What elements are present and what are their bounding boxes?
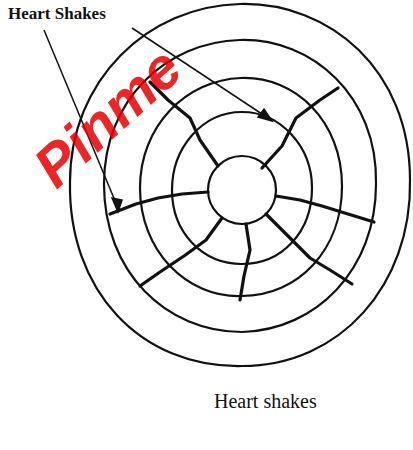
arrow-head <box>112 198 122 212</box>
caption: Heart shakes <box>214 390 317 413</box>
heart-shake-crack <box>110 192 208 214</box>
heart-shake-crack <box>276 196 374 222</box>
heart-shake-crack <box>262 88 338 168</box>
heart-shake-crack <box>240 224 250 300</box>
heart-shake-crack <box>266 214 352 284</box>
watermark: Pinme <box>20 34 194 200</box>
annual-ring <box>140 78 342 296</box>
heart-shake-crack <box>140 218 222 286</box>
arrow-head <box>258 109 272 121</box>
part-label: Heart Shakes <box>8 4 106 24</box>
